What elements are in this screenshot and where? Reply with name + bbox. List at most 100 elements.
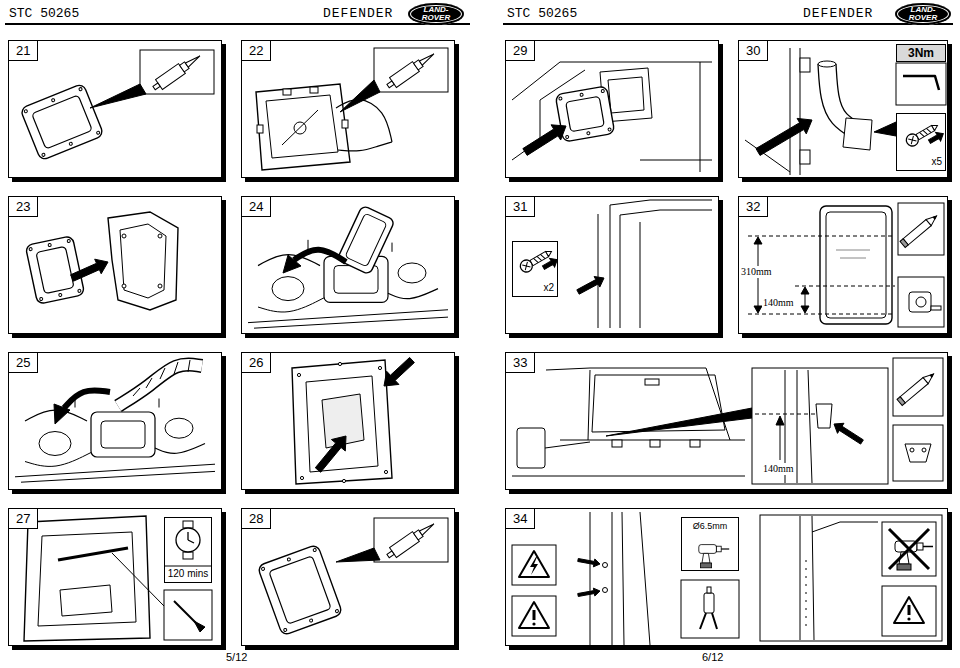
brand-logo: LAND- ROVER (895, 3, 951, 25)
roof-line (610, 200, 712, 205)
fit-arrow (927, 129, 946, 146)
engine-part (165, 418, 193, 438)
engine-cover (91, 412, 155, 457)
panel-ground (505, 508, 948, 646)
prohibition-cross (889, 529, 929, 569)
engine-hose (155, 444, 205, 454)
icon-box (140, 50, 214, 94)
watch-face (176, 528, 200, 552)
pillar-line (612, 512, 613, 645)
hose-rib (133, 388, 140, 396)
step-number: 34 (505, 508, 535, 529)
icon-box (512, 545, 556, 585)
inlet-opening (608, 77, 644, 113)
screw-thread (920, 127, 932, 137)
bolt-hole (48, 243, 52, 247)
bolt-hole (29, 247, 33, 251)
rivet-icon (700, 587, 717, 629)
fixing-lug (122, 284, 126, 288)
bolt-hole (565, 135, 568, 138)
pillar-line (812, 516, 814, 640)
drill-handle (702, 553, 710, 563)
gasket (257, 544, 342, 635)
step-panel: 31x2 (505, 196, 719, 334)
panel-ground (738, 40, 948, 178)
gasket-inner (36, 246, 74, 293)
step-number: 32 (738, 196, 768, 217)
step-number: 28 (241, 508, 271, 529)
vent-clip (690, 440, 700, 447)
drill-hole (603, 588, 608, 593)
tube-plunger (387, 81, 394, 88)
warning-triangle (519, 551, 549, 577)
leader-wedge (90, 84, 146, 108)
step-panel: 26 (241, 352, 455, 490)
spatula-icon (174, 601, 205, 632)
dimension-label: 140mm (762, 463, 795, 475)
engine-hose (25, 453, 91, 467)
engine-line (392, 243, 393, 252)
panel-ground (241, 196, 455, 334)
icon-box (882, 522, 936, 576)
drill-size-box: Ø6.5mm (681, 517, 739, 571)
icon-box (374, 518, 448, 562)
quantity: x5 (931, 156, 942, 168)
retaining-clip (283, 89, 291, 95)
bracket-hole (910, 448, 914, 452)
hose-outline (118, 365, 202, 407)
move-arrow-head (54, 404, 70, 424)
fit-arrow (541, 255, 560, 272)
icon-box (374, 48, 448, 92)
step-number: 24 (241, 196, 271, 217)
bolt-hole (67, 239, 71, 243)
bolt-hole (78, 289, 82, 293)
hose-rib (174, 362, 178, 374)
pencil-icon (900, 213, 939, 247)
pillar-line (622, 512, 624, 645)
screw-point (546, 249, 553, 257)
watch-strap (183, 521, 193, 528)
dimension-head (801, 306, 809, 313)
aperture-frame (256, 84, 350, 170)
pencil-icon (897, 371, 936, 405)
panel-ground (738, 196, 948, 334)
bolt-hole (559, 97, 562, 100)
pointer-arrow (71, 259, 108, 281)
pencil-tip (926, 213, 939, 226)
tube-plunger (153, 83, 160, 90)
air-duct (336, 100, 392, 142)
pipe-end (818, 61, 836, 67)
icon-box (164, 590, 212, 640)
sealant-tube (151, 51, 204, 93)
window-glass (826, 212, 886, 318)
vent-clip (650, 440, 660, 447)
aperture-opening (306, 376, 378, 472)
screw-icon (518, 246, 560, 282)
drill-bit (923, 546, 933, 548)
engine-line (159, 399, 160, 408)
bolt-hole (384, 470, 387, 473)
step-number: 33 (505, 352, 535, 373)
step-panel: 23 (8, 196, 222, 334)
icon-box (893, 358, 943, 416)
mirror (645, 379, 659, 385)
gasket-outer (257, 544, 342, 635)
step-panel: 28 (241, 508, 455, 646)
bracket-hole (922, 448, 926, 452)
nodrill-icon (889, 529, 933, 570)
drill-body (699, 545, 717, 554)
bolt-hole (342, 479, 345, 482)
icon-box (896, 63, 946, 105)
bolt-hole (287, 558, 291, 562)
spatula-blade (194, 621, 205, 632)
door-hinge (800, 150, 810, 164)
bolt-hole (79, 87, 83, 91)
quantity: x2 (543, 282, 554, 294)
step-panel: 303Nmx5 (738, 40, 948, 178)
retaining-clip (342, 120, 348, 128)
leader-wedge (606, 408, 752, 436)
screw-icon (904, 120, 946, 156)
time-box: 120 mins (164, 517, 212, 583)
sealant-tube (385, 49, 438, 91)
pencil-body (903, 220, 931, 245)
